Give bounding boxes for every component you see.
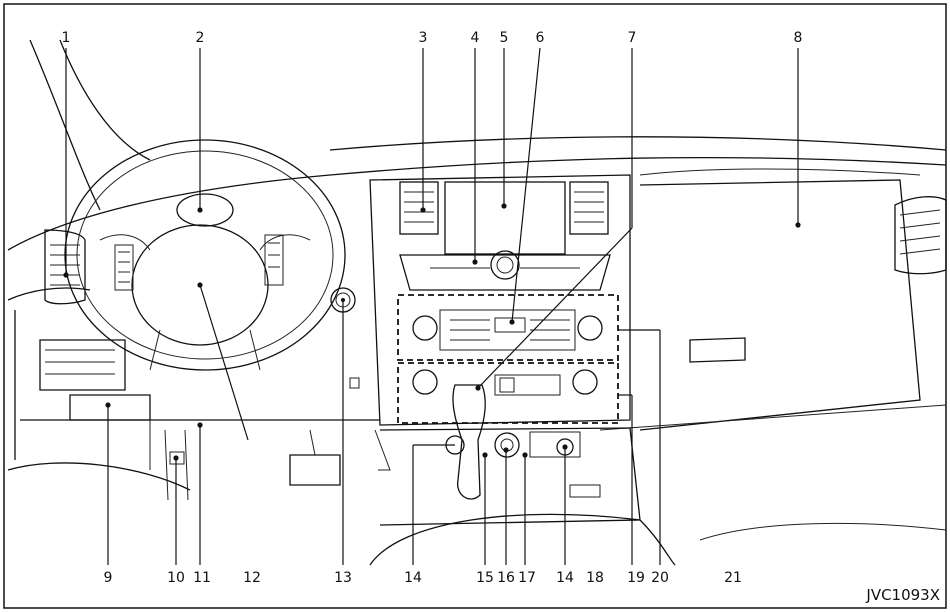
- label-16: 16: [497, 570, 515, 586]
- label-21: 21: [724, 570, 742, 586]
- pedals: [164, 377, 391, 501]
- label-3: 3: [419, 30, 428, 46]
- label-14-left: 14: [404, 570, 422, 586]
- audio-region: [397, 294, 619, 361]
- steering-wheel: [64, 139, 346, 371]
- label-14-right: 14: [556, 570, 574, 586]
- label-12: 12: [243, 570, 261, 586]
- label-9: 9: [104, 570, 113, 586]
- dashboard-outline: [7, 39, 947, 566]
- label-6: 6: [536, 30, 545, 46]
- label-15: 15: [476, 570, 494, 586]
- label-2: 2: [196, 30, 205, 46]
- label-18: 18: [586, 570, 604, 586]
- climate-region: [397, 362, 619, 424]
- label-17: 17: [518, 570, 536, 586]
- label-20: 20: [651, 570, 669, 586]
- center-stack: [369, 174, 641, 526]
- label-1: 1: [62, 30, 71, 46]
- label-10: 10: [167, 570, 185, 586]
- label-11: 11: [193, 570, 211, 586]
- top-label-group: 1 2 3 4 5 6 7 8: [62, 30, 803, 46]
- label-8: 8: [794, 30, 803, 46]
- figure-code: JVC1093X: [865, 586, 940, 604]
- label-7: 7: [628, 30, 637, 46]
- bottom-label-group: 9 10 11 12 13 14 15 16 17 14 18 19 20 21: [104, 570, 742, 586]
- label-4: 4: [471, 30, 480, 46]
- label-5: 5: [500, 30, 509, 46]
- label-13: 13: [334, 570, 352, 586]
- figure-border: [3, 3, 947, 609]
- label-19: 19: [627, 570, 645, 586]
- leader-lines: [63, 47, 801, 565]
